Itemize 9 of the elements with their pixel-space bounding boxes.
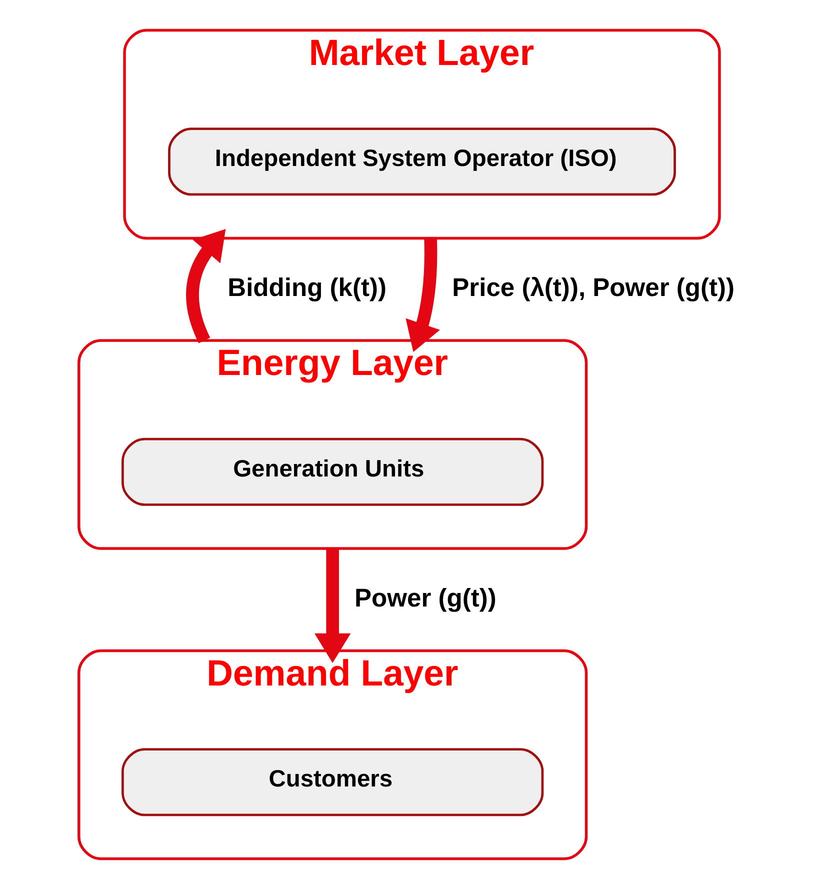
node-box: Generation Units xyxy=(122,438,544,506)
node-box: Independent System Operator (ISO) xyxy=(168,128,676,196)
node-box: Customers xyxy=(122,748,544,816)
edge-label: Power (g(t)) xyxy=(354,584,496,612)
arrow xyxy=(314,548,351,663)
arrow xyxy=(406,238,440,352)
arrow xyxy=(186,228,226,344)
edge-label: Price (λ(t)), Power (g(t)) xyxy=(452,274,735,302)
edge-label: Bidding (k(t)) xyxy=(228,274,387,302)
